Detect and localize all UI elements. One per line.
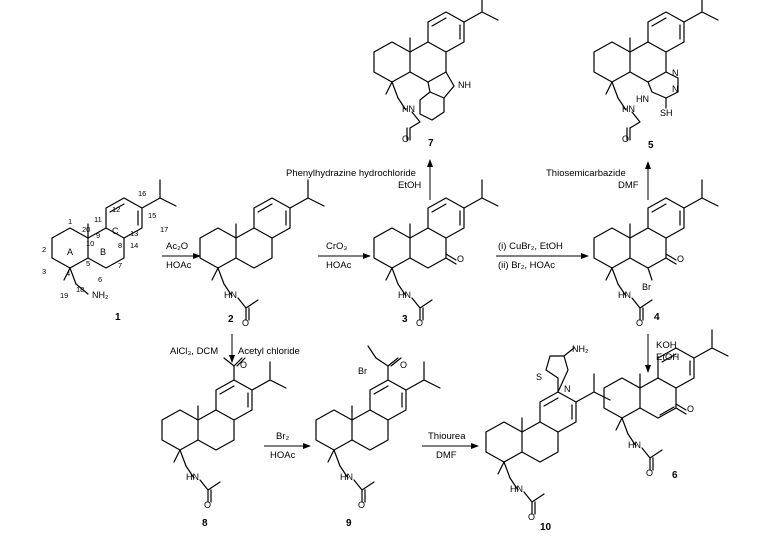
atom-number-11: 11 (94, 215, 102, 224)
atom-label-hn-3: HN (398, 290, 411, 300)
compound-6-structure (603, 329, 729, 471)
atom-label-br-4: Br (642, 282, 651, 292)
compound-9-structure (315, 345, 441, 503)
atom-label-o-9b: O (358, 500, 365, 510)
reagent-1-bottom: HOAc (166, 260, 192, 271)
atom-label-hn-2: HN (224, 290, 237, 300)
reagent-7-left: AlCl₃, DCM (170, 346, 218, 357)
atom-label-sh-5: SH (660, 108, 673, 118)
reagent-3-bottom: (ii) Br₂, HOAc (498, 260, 555, 271)
atom-label-o-ketone-4: O (677, 254, 684, 264)
atom-number-14: 14 (130, 241, 138, 250)
reagent-2-bottom: HOAc (326, 260, 352, 271)
atom-label-br-9: Br (358, 366, 367, 376)
atom-label-nh-7: NH (458, 80, 471, 90)
ring-label-a: A (67, 247, 73, 257)
compound-label-7: 7 (428, 138, 434, 149)
reagent-8-bottom: HOAc (270, 450, 296, 461)
reagent-5-line1: Thiosemicarbazide (546, 168, 626, 179)
atom-label-nh2-10: NH₂ (572, 344, 589, 354)
atom-label-hn-5ring: HN (636, 94, 649, 104)
atom-label-hn-5: HN (622, 104, 635, 114)
reagent-9-top: Thiourea (428, 431, 466, 442)
compound-3-structure (373, 179, 499, 321)
atom-number-16: 16 (138, 189, 146, 198)
compound-label-5: 5 (648, 140, 654, 151)
compound-label-1: 1 (115, 312, 121, 323)
atom-label-n-5a: N (672, 68, 679, 78)
atom-number-9: 9 (96, 231, 100, 240)
atom-label-n-5b: N (672, 84, 679, 94)
atom-label-hn-7: HN (402, 104, 415, 114)
reagent-9-bottom: DMF (436, 450, 457, 461)
atom-number-12: 12 (112, 205, 120, 214)
compound-4-structure (593, 179, 719, 321)
atom-number-3: 3 (42, 267, 46, 276)
compound-10-structure (485, 347, 611, 515)
atom-number-17: 17 (160, 225, 168, 234)
atom-label-o-ketone-6: O (687, 404, 694, 414)
reagent-4-line2: EtOH (398, 180, 421, 191)
atom-label-o-ketone-3: O (457, 254, 464, 264)
atom-label-o-8: O (240, 360, 247, 370)
compound-7-structure (373, 0, 499, 141)
atom-number-6: 6 (98, 275, 102, 284)
ring-label-c: C (112, 226, 119, 236)
atom-number-7: 7 (118, 261, 122, 270)
compound-label-2: 2 (228, 314, 234, 325)
reagent-6-line2: EtOH (656, 352, 679, 363)
atom-number-13: 13 (130, 229, 138, 238)
compound-1-structure (51, 179, 177, 295)
atom-label-o-7: O (402, 134, 409, 144)
atom-number-18: 18 (76, 285, 84, 294)
compound-label-6: 6 (672, 470, 678, 481)
atom-label-o-5: O (622, 134, 629, 144)
compound-5-structure (593, 0, 719, 141)
reagent-3-top: (i) CuBr₂, EtOH (498, 241, 563, 252)
reagent-7-right: Acetyl chloride (238, 346, 300, 357)
atom-label-o-4: O (636, 318, 643, 328)
atom-label-o-6: O (646, 468, 653, 478)
reagent-8-top: Br₂ (276, 431, 290, 442)
compound-label-4: 4 (654, 312, 660, 323)
atom-number-5: 5 (86, 259, 90, 268)
reagent-4-line1: Phenylhydrazine hydrochloride (286, 168, 416, 179)
atom-label-s-10: S (536, 372, 542, 382)
atom-number-15: 15 (148, 211, 156, 220)
atom-number-8: 8 (118, 241, 122, 250)
atom-number-1: 1 (68, 217, 72, 226)
atom-label-o-2: O (242, 318, 249, 328)
atom-label-hn-6: HN (628, 440, 641, 450)
atom-number-2: 2 (42, 245, 46, 254)
atom-number-4: 4 (66, 269, 70, 278)
reagent-5-line2: DMF (618, 180, 639, 191)
atom-label-nh2: NH₂ (92, 290, 109, 300)
atom-label-o-9: O (400, 360, 407, 370)
atom-label-n-10: N (564, 384, 571, 394)
atom-label-o-10: O (528, 512, 535, 522)
reagent-1-top: Ac₂O (166, 241, 188, 252)
reagent-2-top: CrO₃ (326, 241, 347, 252)
compound-label-10: 10 (540, 522, 552, 533)
compound-2-structure (199, 179, 325, 321)
compound-label-3: 3 (402, 314, 408, 325)
atom-number-19: 19 (60, 291, 68, 300)
atom-number-20: 20 (82, 225, 90, 234)
ring-label-b: B (100, 247, 106, 257)
compound-label-9: 9 (346, 518, 352, 529)
atom-label-hn-10: HN (510, 484, 523, 494)
atom-label-o-8b: O (204, 500, 211, 510)
atom-label-hn-4: HN (618, 290, 631, 300)
reagent-6-line1: KOH (656, 340, 677, 351)
atom-label-o-3: O (416, 318, 423, 328)
compound-label-8: 8 (202, 518, 208, 529)
compound-8-structure (161, 357, 287, 503)
atom-number-10: 10 (86, 239, 94, 248)
atom-label-hn-8: HN (186, 472, 199, 482)
atom-label-hn-9: HN (340, 472, 353, 482)
